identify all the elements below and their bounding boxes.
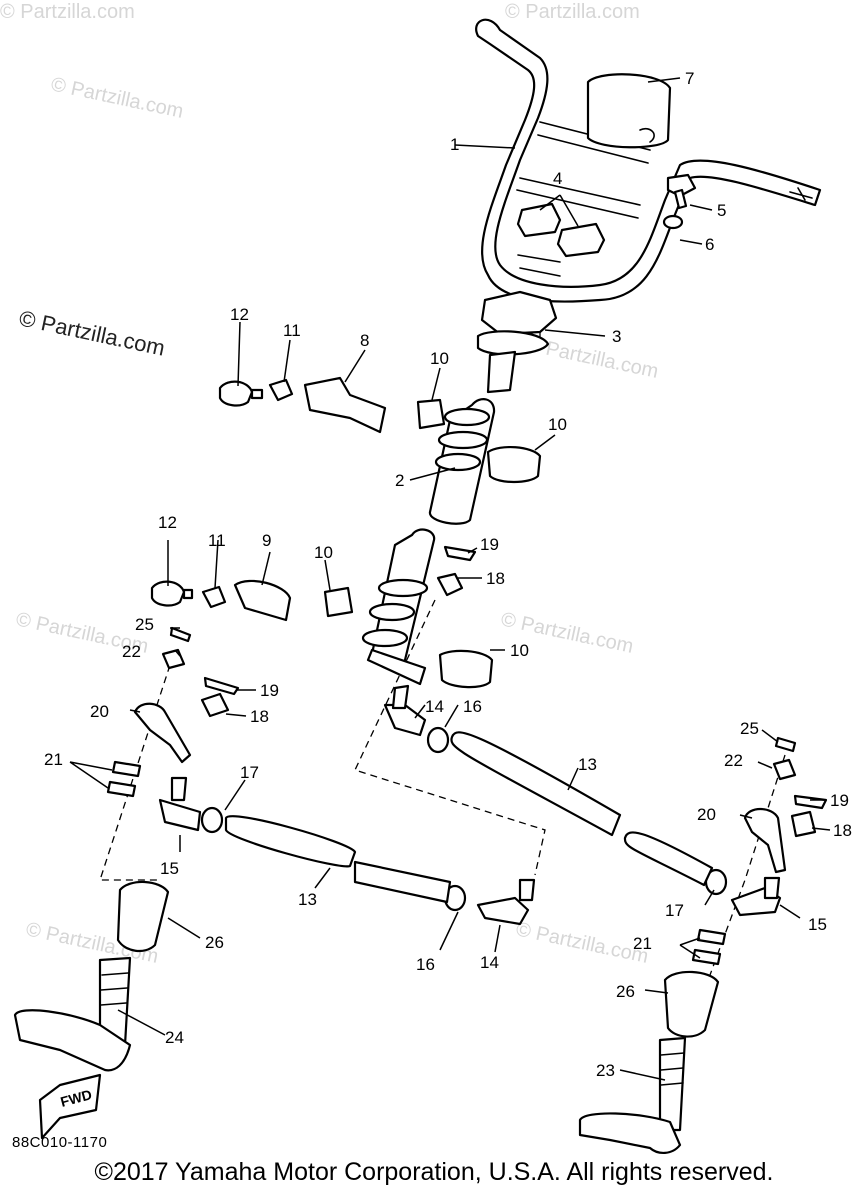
callout-19: 19 [260,681,279,700]
tie-rod-end-14-upper [383,684,427,737]
cotter-pin-left [203,676,240,696]
callout-14: 14 [480,953,499,972]
bolt-left [169,626,192,643]
callout-17: 17 [240,763,259,782]
callout-10: 10 [430,349,449,368]
clips-right [691,928,727,966]
callout-8: 8 [360,331,369,350]
callout-labels: 1 2 3 4 5 6 7 8 9 10 10 10 10 11 11 12 1… [44,69,852,1080]
cotter-pin [443,545,477,562]
tie-rod-end-15-left [158,776,202,832]
callout-25: 25 [135,615,154,634]
castle-nut-right [790,810,817,838]
cotter-pin-right [793,794,828,810]
bushings [323,398,542,689]
callout-24: 24 [165,1028,184,1047]
castle-nut-left [200,692,230,718]
callout-10: 10 [314,543,333,562]
watermark: © Partzilla.com [0,1,135,23]
holder-plate-lower [233,579,292,622]
lock-nut-upper [426,726,450,754]
bolt-right [774,736,797,753]
lock-nut-left [200,806,224,834]
dust-seal-right [663,970,720,1038]
callout-15: 15 [808,915,827,934]
diagram-code: 88C010-1170 [12,1134,107,1151]
watermark: © Partzilla.com [514,918,650,968]
bolt [666,173,697,210]
callout-21: 21 [44,750,63,769]
callout-11: 11 [283,321,301,340]
pitman-arm-left [133,702,192,764]
callout-3: 3 [612,327,621,346]
callout-25: 25 [740,719,759,738]
callout-13: 13 [298,890,317,909]
callout-26: 26 [616,982,635,1001]
callout-9: 9 [262,531,271,550]
callout-26: 26 [205,933,224,952]
callout-11: 11 [208,531,226,550]
castle-nut [436,572,464,597]
steering-column-lower [361,528,436,686]
callout-18: 18 [833,821,852,840]
callout-17: 17 [665,901,684,920]
callout-10: 10 [510,641,529,660]
callout-4: 4 [553,169,562,188]
handlebar-pad [586,73,672,149]
callout-19: 19 [480,535,499,554]
callout-18: 18 [250,707,269,726]
callout-2: 2 [395,471,404,490]
callout-16: 16 [463,697,482,716]
callout-16: 16 [416,955,435,974]
watermark-layer: © Partzilla.com © Partzilla.com © Partzi… [0,1,660,968]
callout-15: 15 [160,859,179,878]
nut-left [161,648,186,670]
callout-19: 19 [830,791,849,810]
callout-23: 23 [596,1061,615,1080]
callout-20: 20 [697,805,716,824]
steering-column [428,398,496,525]
tie-rod-right [450,731,714,887]
fwd-arrow-icon: FWD [38,1073,102,1140]
tie-rod-end-14-lower [476,878,536,926]
clips-left [106,760,142,798]
knuckle-right [578,1036,687,1154]
washer [662,214,684,230]
pitman-arm-right [743,807,787,874]
nut-bolt-lower [150,580,227,609]
callout-12: 12 [158,513,177,532]
callout-22: 22 [724,751,743,770]
handlebar-holder-lower [476,290,558,394]
fwd-label: FWD [59,1086,94,1110]
callout-20: 20 [90,702,109,721]
callout-12: 12 [230,305,249,324]
copyright-notice: ©2017 Yamaha Motor Corporation, U.S.A. A… [94,1158,774,1186]
watermark: © Partzilla.com [505,1,640,23]
dust-seal-left [116,880,170,953]
tie-rod-left [224,815,452,904]
callout-22: 22 [122,642,141,661]
callout-13: 13 [578,755,597,774]
callout-14: 14 [425,697,444,716]
callout-1: 1 [450,135,459,154]
handlebar-holders [516,202,606,258]
holder-plate [303,376,387,434]
leader-lines [69,77,831,1081]
callout-10: 10 [548,415,567,434]
watermark: © Partzilla.com [49,73,185,123]
knuckle-left [13,956,132,1072]
handlebar [475,18,822,303]
callout-5: 5 [717,201,726,220]
callout-6: 6 [705,235,714,254]
nut-bolt-upper [218,378,294,407]
watermark-dark: © Partzilla.com [17,305,167,360]
callout-21: 21 [633,934,652,953]
nut-right [772,758,797,781]
callout-18: 18 [486,569,505,588]
callout-7: 7 [685,69,694,88]
tie-rod-end-15-right [730,876,782,917]
